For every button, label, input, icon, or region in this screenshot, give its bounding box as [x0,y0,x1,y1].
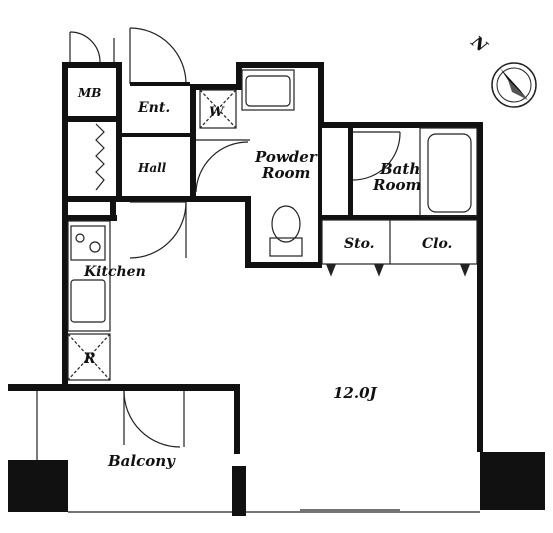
room-labels: MB Ent. W Hall Powder Room Bath Room Sto… [77,86,452,470]
bath-room-label-line1: Bath [379,160,420,178]
toilet-fixture [269,205,303,257]
compass-needle-icon [500,68,528,100]
living-room-size-label: 12.0J [333,384,378,402]
interior-walls [62,62,480,516]
mb-label: MB [77,86,101,100]
washer-label: W [209,105,225,120]
door-swings [69,27,401,448]
washer-box [199,89,237,129]
refrigerator-box [67,333,111,381]
balcony-corner-block [8,460,68,512]
entrance-label: Ent. [137,100,170,116]
powder-room-label-line2: Room [261,164,310,182]
balcony-outline [36,391,480,513]
hall-label: Hall [137,161,167,175]
kitchen-counter [67,220,111,332]
north-label: N [467,31,492,56]
powder-room-label-line1: Powder [254,148,318,166]
storage-label: Sto. [344,236,375,252]
kitchen-label: Kitchen [83,264,146,280]
vanity-sink-fixture [241,69,295,111]
storage-cabinets [321,219,478,277]
exterior-walls [8,62,483,454]
bathtub-fixture [419,127,478,217]
right-corner-block [480,452,545,510]
bath-room-label-line2: Room [372,176,421,194]
balcony-label: Balcony [107,452,176,470]
closet-label: Clo. [422,236,452,252]
north-compass: N [467,31,537,108]
refrigerator-label: R [83,351,96,367]
